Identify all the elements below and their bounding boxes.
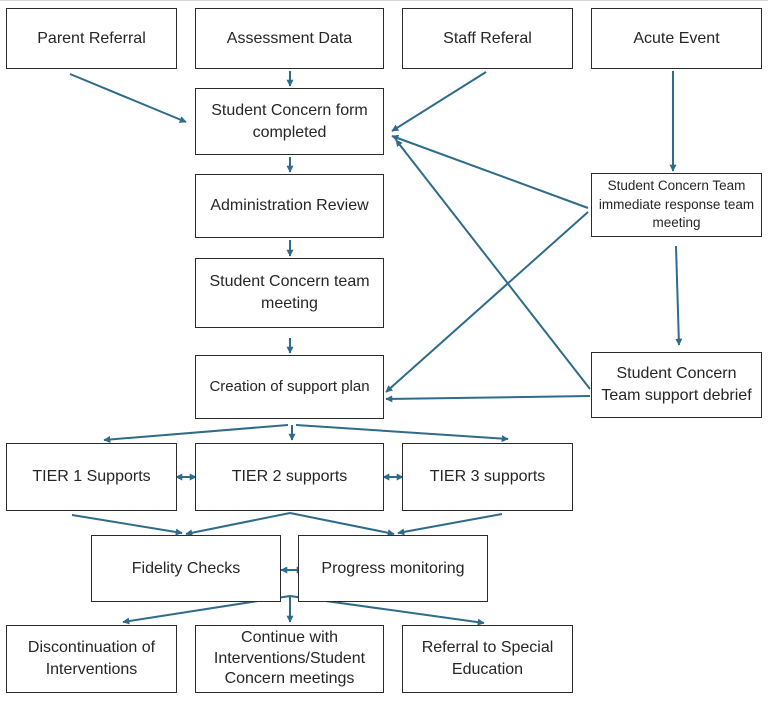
node-tier2: TIER 2 supports [195,443,384,511]
node-label: TIER 2 supports [231,468,348,486]
node-parent-referral: Parent Referral [6,8,177,69]
node-progress-monitoring: Progress monitoring [298,535,488,602]
node-label: Staff Referal [443,29,532,47]
node-label: Student Concern Team immediate response … [598,177,755,231]
node-label: Parent Referral [37,29,146,47]
node-support-debrief: Student Concern Team support debrief [591,352,762,418]
node-label: Progress monitoring [321,559,465,577]
node-staff-referral: Staff Referal [402,8,573,69]
node-label: Acute Event [633,29,720,47]
node-immediate-response: Student Concern Team immediate response … [591,173,762,237]
node-fidelity-checks: Fidelity Checks [91,535,281,602]
arrow-plan-to-tier3 [295,424,509,443]
node-label: Administration Review [210,197,369,215]
node-label: Creation of support plan [209,377,370,395]
arrow-immediate-to-form [391,134,589,209]
node-team-meeting: Student Concern team meeting [195,258,384,328]
node-discontinuation: Discontinuation of Interventions [6,625,177,693]
arrow-tier2-to-fidelity [185,512,291,537]
node-referral-sped: Referral to Special Education [402,625,573,693]
node-assessment-data: Assessment Data [195,8,384,69]
node-tier3: TIER 3 supports [402,443,573,511]
node-admin-review: Administration Review [195,174,384,238]
arrow-tier1-to-fidelity [71,514,183,536]
arrow-staff-to-form [391,71,487,132]
arrow-parent-to-form [69,73,187,123]
node-label: Student Concern form completed [211,101,368,141]
node-continue: Continue with Interventions/Student Conc… [195,625,384,693]
node-label: Referral to Special Education [421,639,554,678]
arrow-immediate-to-plan [385,211,589,393]
node-concern-form: Student Concern form completed [195,88,384,155]
node-label: TIER 3 supports [429,468,546,486]
node-label: Continue with Interventions/Student Conc… [213,628,366,688]
node-label: Discontinuation of Interventions [27,639,156,678]
arrow-tier3-to-progress [397,513,503,536]
arrow-immediate-to-debrief [675,245,683,346]
arrow-debrief-to-form [395,139,591,390]
node-label: Assessment Data [226,29,353,47]
node-acute-event: Acute Event [591,8,762,69]
arrow-tier2-to-progress [289,512,395,537]
node-label: Student Concern Team support debrief [601,365,752,404]
node-label: TIER 1 Supports [32,468,151,486]
node-label: Fidelity Checks [131,559,241,577]
node-support-plan: Creation of support plan [195,355,384,419]
node-tier1: TIER 1 Supports [6,443,177,511]
arrow-debrief-to-plan [385,395,591,403]
arrow-plan-to-tier1 [103,424,289,443]
top-border [0,0,768,1]
node-label: Student Concern team meeting [209,273,370,312]
